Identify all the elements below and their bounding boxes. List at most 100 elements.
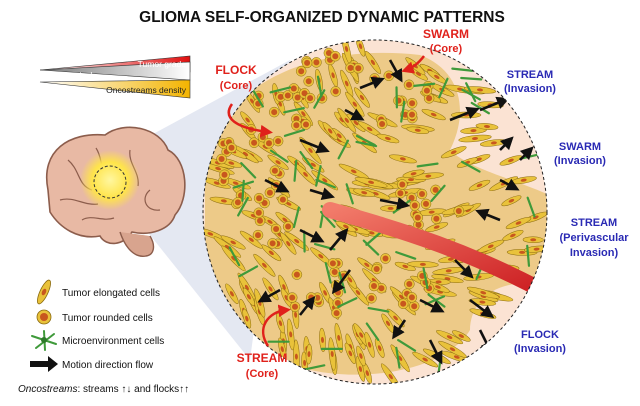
rounded-cell — [408, 300, 420, 312]
rounded-cell — [383, 70, 395, 82]
stream-core-label: STREAM (Core) — [237, 351, 288, 380]
microenvironment-cell — [400, 100, 406, 123]
microenvironment-cell — [365, 322, 380, 341]
motion-arrow — [469, 298, 495, 319]
footnote-suffix: : streams ↑↓ and flocks↑↑ — [77, 384, 189, 395]
elongated-cell — [364, 331, 375, 358]
rounded-cell — [366, 292, 377, 304]
stream-perivascular-title: STREAM — [571, 217, 617, 229]
rounded-cell — [397, 179, 408, 190]
brain-illustration — [45, 126, 186, 257]
motion-arrow — [344, 108, 365, 121]
elongated-cell — [463, 86, 497, 94]
elongated-cell — [240, 111, 256, 129]
rounded-cell — [252, 229, 264, 241]
motion-arrow — [479, 96, 510, 112]
flock-core-title: FLOCK — [215, 63, 257, 77]
elongated-cell — [501, 195, 522, 207]
motion-arrow — [499, 178, 520, 191]
rounded-cell — [248, 137, 260, 148]
rounded-cell — [409, 200, 421, 211]
microenvironment-cell — [241, 179, 245, 202]
rounded-cell — [232, 197, 244, 208]
motion-arrow — [299, 228, 325, 243]
microenvironment-cell — [397, 339, 417, 352]
elongated-cell — [440, 146, 467, 159]
rounded-cell — [304, 92, 316, 104]
vessel-opening — [550, 289, 569, 311]
microenvironment-cell — [315, 178, 336, 189]
elongated-cell — [337, 107, 357, 133]
rounded-cell — [289, 301, 301, 312]
legend-motion-label: Motion direction flow — [62, 360, 154, 371]
flow-arrows — [257, 59, 534, 365]
microenvironment-cell — [293, 159, 298, 182]
motion-arrow — [519, 146, 534, 161]
microenvironment-cell — [237, 196, 249, 217]
elongated-cell — [284, 231, 310, 251]
elongated-cell — [209, 196, 239, 205]
elongated-cell — [305, 343, 313, 365]
motion-arrow — [257, 288, 281, 303]
motion-arrow — [264, 178, 290, 193]
microenvironment-cell — [315, 165, 322, 187]
swarm-core-sub: (Core) — [430, 43, 463, 55]
rounded-cell — [330, 50, 341, 62]
tumor-glow — [80, 150, 140, 210]
microenvironment-cell — [337, 297, 358, 308]
rounded-cell — [330, 86, 341, 97]
rounded-cell — [404, 278, 415, 290]
tumor-tissue — [203, 40, 569, 384]
rounded-cell — [264, 187, 276, 198]
motion-arrow — [428, 339, 443, 365]
microenvironment-cell — [269, 86, 292, 94]
elongated-cell — [522, 236, 544, 244]
microenvironment-cell — [292, 206, 300, 229]
elongated-cell — [334, 322, 343, 353]
flock-invasion-label: FLOCK (Invasion) — [514, 329, 566, 355]
flock-core-sub: (Core) — [220, 80, 253, 92]
rounded-cell — [376, 118, 388, 130]
microenvironment-cell — [355, 140, 378, 148]
elongated-cell — [388, 154, 417, 164]
microenvironment-cell — [395, 251, 417, 260]
rounded-cell — [253, 207, 265, 219]
elongated-cell — [225, 283, 239, 305]
motion-arrow — [359, 76, 385, 90]
elongated-cell — [406, 126, 430, 134]
microenvironment-cell — [526, 244, 531, 267]
elongated-cell — [376, 133, 400, 144]
rounded-cell — [453, 205, 465, 217]
microenvironment-cell — [438, 77, 449, 99]
elongated-cell — [425, 222, 449, 232]
rounded-cell — [403, 79, 415, 91]
elongated-cell — [407, 261, 439, 268]
rounded-cell — [380, 253, 391, 264]
microenvironment-cell — [365, 230, 383, 246]
rounded-cell — [267, 238, 278, 249]
rounded-cell — [253, 192, 265, 204]
elongated-cell — [267, 154, 289, 170]
rounded-cell — [269, 165, 281, 176]
swarm-core-label: SWARM (Core) — [423, 27, 469, 55]
flock-core-pointer — [227, 103, 273, 138]
motion-arrow — [454, 259, 474, 279]
rounded-cell — [420, 198, 432, 210]
microenvironment-cell — [465, 82, 477, 103]
legend-microenv-label: Microenvironment cells — [62, 336, 164, 347]
rounded-cell — [397, 298, 409, 310]
rounded-cell — [393, 95, 404, 106]
microenvironment-cell — [228, 246, 241, 267]
stream-perivascular-label: STREAM (Perivascular Invasion) — [559, 217, 629, 259]
rounded-cell — [329, 266, 340, 278]
elongated-cell — [322, 121, 338, 141]
rounded-cell — [368, 280, 380, 292]
oncostreams-density-wedge — [39, 79, 191, 99]
elongated-cell — [466, 286, 500, 299]
motion-arrow — [309, 187, 335, 200]
legend-elongated-label: Tumor elongated cells — [62, 288, 160, 299]
stream-perivascular-sub1: (Perivascular — [559, 232, 629, 244]
rounded-cell — [282, 221, 294, 232]
microenvironment-cell — [345, 183, 354, 205]
